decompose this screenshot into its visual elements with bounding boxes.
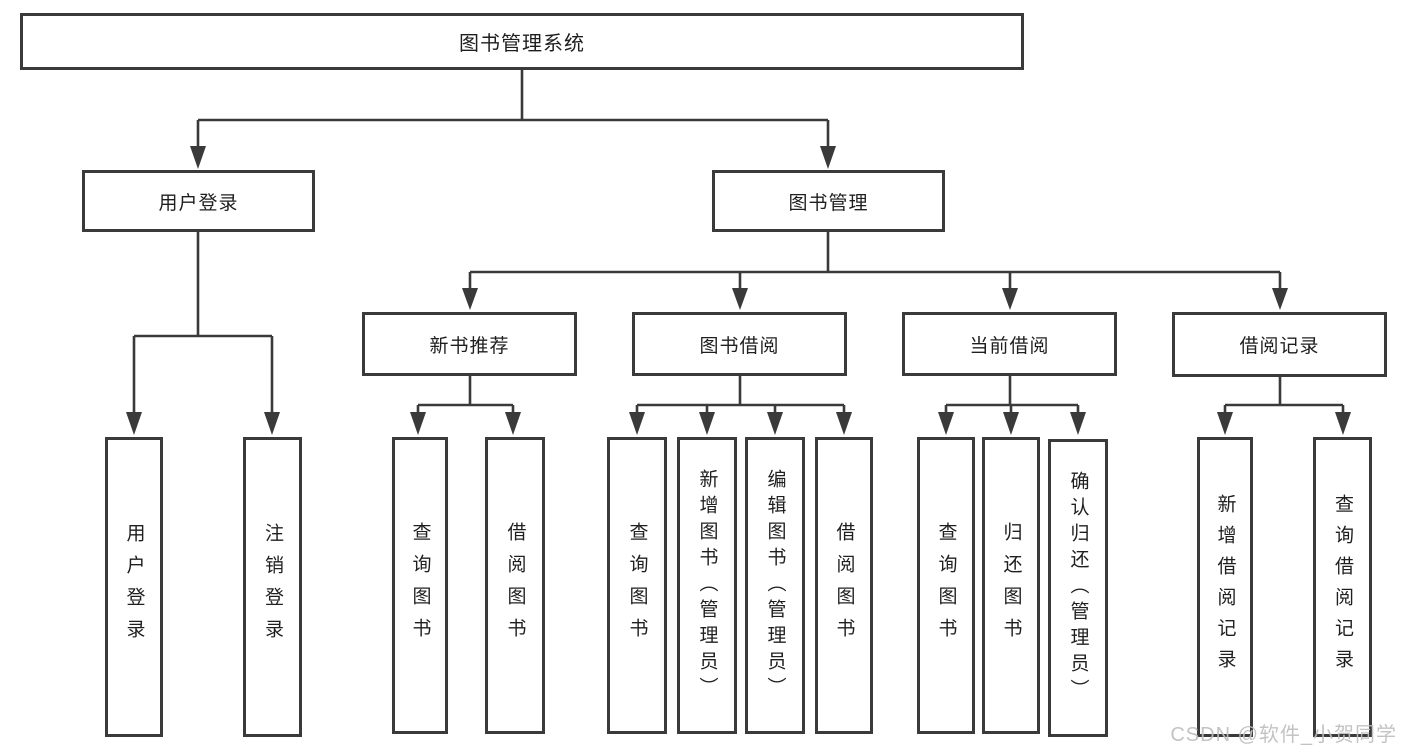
- leaf-return-book: 归还图书: [982, 437, 1040, 734]
- node-root: 图书管理系统: [20, 13, 1024, 70]
- connector-new-book-to-children: [410, 376, 521, 435]
- arrow-down-icon: [410, 412, 426, 435]
- arrow-down-icon: [1272, 288, 1288, 310]
- arrow-down-icon: [732, 288, 748, 310]
- arrow-down-icon: [1002, 288, 1018, 310]
- node-user-login: 用户登录: [82, 170, 315, 232]
- arrow-down-icon: [938, 412, 954, 435]
- csdn-watermark: CSDN @软件_小贺同学: [1170, 724, 1397, 746]
- node-current-borrow: 当前借阅: [902, 312, 1117, 376]
- arrow-down-icon: [126, 412, 142, 435]
- arrow-down-icon: [1003, 412, 1019, 435]
- connector-root-to-level1: [190, 70, 836, 169]
- connector-current-borrow-to-children: [938, 376, 1086, 435]
- leaf-add-book-admin: 新增图书（管理员）: [677, 437, 737, 734]
- arrow-down-icon: [264, 412, 280, 435]
- arrow-down-icon: [1217, 412, 1233, 435]
- arrow-down-icon: [820, 146, 836, 169]
- node-book-mgmt: 图书管理: [712, 170, 945, 232]
- connector-book-borrow-to-children: [629, 376, 852, 435]
- leaf-borrow-book: 借阅图书: [815, 437, 873, 734]
- leaf-current-query-book: 查询图书: [917, 437, 975, 734]
- leaf-add-borrow-record: 新增借阅记录: [1197, 437, 1253, 737]
- node-borrow-records: 借阅记录: [1172, 312, 1387, 377]
- leaf-borrow-query-book: 查询图书: [607, 437, 667, 734]
- leaf-user-login: 用户登录: [105, 437, 163, 737]
- arrow-down-icon: [462, 288, 478, 310]
- node-book-borrow: 图书借阅: [632, 312, 847, 376]
- leaf-confirm-return-admin: 确认归还（管理员）: [1048, 439, 1108, 737]
- arrow-down-icon: [767, 412, 783, 435]
- leaf-edit-book-admin: 编辑图书（管理员）: [745, 437, 805, 734]
- arrow-down-icon: [629, 412, 645, 435]
- arrow-down-icon: [836, 412, 852, 435]
- arrow-down-icon: [699, 412, 715, 435]
- arrow-down-icon: [505, 412, 521, 435]
- leaf-rec-borrow-book: 借阅图书: [485, 437, 545, 734]
- leaf-rec-query-book: 查询图书: [392, 437, 448, 734]
- arrow-down-icon: [190, 146, 206, 169]
- leaf-query-borrow-record: 查询借阅记录: [1313, 437, 1372, 737]
- arrow-down-icon: [1070, 412, 1086, 435]
- arrow-down-icon: [1335, 412, 1351, 435]
- connector-book-mgmt-to-children: [462, 232, 1288, 310]
- leaf-logout: 注销登录: [243, 437, 302, 737]
- node-new-book-rec: 新书推荐: [362, 312, 577, 376]
- connector-borrow-records-to-children: [1217, 377, 1351, 435]
- connector-user-login-to-children: [126, 232, 280, 435]
